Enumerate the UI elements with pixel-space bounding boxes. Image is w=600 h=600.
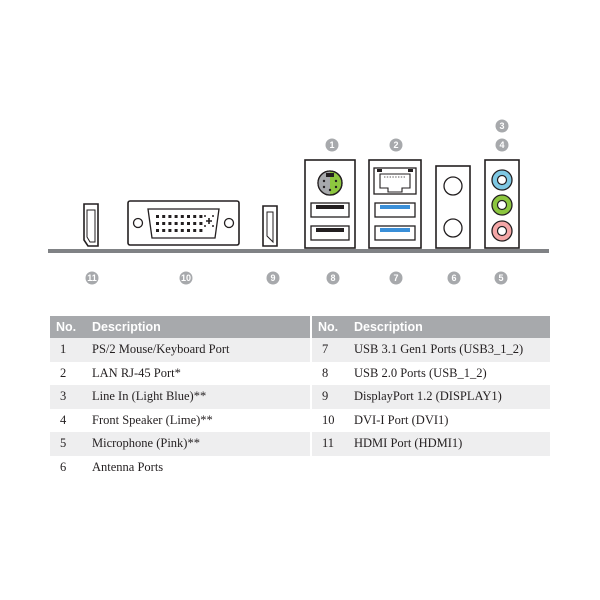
callout-7: 7	[389, 271, 403, 285]
port-description: Line In (Light Blue)**	[86, 385, 310, 409]
usb2-port-top-icon	[310, 202, 350, 218]
callout-10: 10	[179, 271, 193, 285]
column-header-no: No.	[312, 316, 348, 338]
port-number: 1	[50, 338, 86, 362]
column-header-no: No.	[50, 316, 86, 338]
port-number: 10	[322, 412, 335, 427]
antenna-port-bottom-icon	[443, 218, 463, 238]
table-row: 10 DVI-I Port (DVI1)	[312, 409, 550, 433]
callout-number: 10	[181, 273, 191, 283]
port-description: PS/2 Mouse/Keyboard Port	[86, 338, 310, 362]
callout-11: 11	[85, 271, 99, 285]
callout-4: 4	[495, 138, 509, 152]
audio-jacks-block	[484, 159, 520, 249]
ps2-usb2-block	[304, 159, 356, 249]
callout-5: 5	[494, 271, 508, 285]
port-number: 3	[50, 385, 86, 409]
callout-number: 5	[498, 273, 503, 283]
table-row: 8 USB 2.0 Ports (USB_1_2)	[312, 362, 550, 386]
callout-1: 1	[325, 138, 339, 152]
callout-number: 2	[393, 140, 398, 150]
port-number: 4	[60, 412, 67, 427]
lan-rj45-port-icon	[373, 167, 417, 195]
callout-3: 3	[495, 119, 509, 133]
column-header-description: Description	[348, 316, 550, 338]
port-number: 8	[322, 365, 329, 380]
port-description: DisplayPort 1.2 (DISPLAY1)	[348, 385, 550, 409]
lan-usb3-block	[368, 159, 422, 249]
usb3-port-top-icon	[374, 202, 416, 218]
port-description: DVI-I Port (DVI1)	[354, 412, 449, 427]
callout-number: 6	[451, 273, 456, 283]
displayport-icon	[262, 205, 278, 247]
callout-number: 11	[87, 273, 97, 283]
port-description: USB 2.0 Ports (USB_1_2)	[354, 365, 487, 380]
board-edge-line	[48, 249, 549, 253]
usb2-port-bottom-icon	[310, 225, 350, 241]
port-number: 2	[60, 365, 67, 380]
rear-io-panel-diagram: 1 2 3 4 5 6 7 8 9 10 11	[48, 119, 549, 285]
antenna-ports-block	[435, 165, 471, 249]
port-number: 7	[312, 338, 348, 362]
port-description: Front Speaker (Lime)**	[92, 412, 213, 427]
table-row: 2 LAN RJ-45 Port*	[50, 362, 310, 386]
table-row: 6 Antenna Ports	[50, 456, 310, 480]
callout-number: 8	[330, 273, 335, 283]
port-description: HDMI Port (HDMI1)	[348, 432, 550, 456]
hdmi-port-icon	[83, 203, 99, 247]
front-speaker-jack-icon	[491, 194, 513, 216]
callout-6: 6	[447, 271, 461, 285]
callout-number: 9	[270, 273, 275, 283]
port-description: Antenna Ports	[92, 459, 164, 474]
column-header-description: Description	[86, 316, 310, 338]
port-description: LAN RJ-45 Port*	[92, 365, 181, 380]
callout-number: 3	[499, 121, 504, 131]
port-number: 6	[60, 459, 67, 474]
callout-8: 8	[326, 271, 340, 285]
port-description: USB 3.1 Gen1 Ports (USB3_1_2)	[348, 338, 550, 362]
port-number: 9	[312, 385, 348, 409]
table-row: 4 Front Speaker (Lime)**	[50, 409, 310, 433]
port-number: 5	[50, 432, 86, 456]
callout-number: 7	[393, 273, 398, 283]
port-description: Microphone (Pink)**	[86, 432, 310, 456]
line-in-jack-icon	[491, 169, 513, 191]
dvi-port-icon	[127, 200, 240, 246]
port-number: 11	[312, 432, 348, 456]
callout-9: 9	[266, 271, 280, 285]
callout-2: 2	[389, 138, 403, 152]
callout-number: 1	[329, 140, 334, 150]
antenna-port-top-icon	[443, 176, 463, 196]
microphone-jack-icon	[491, 220, 513, 242]
callout-number: 4	[499, 140, 504, 150]
usb3-port-bottom-icon	[374, 225, 416, 241]
